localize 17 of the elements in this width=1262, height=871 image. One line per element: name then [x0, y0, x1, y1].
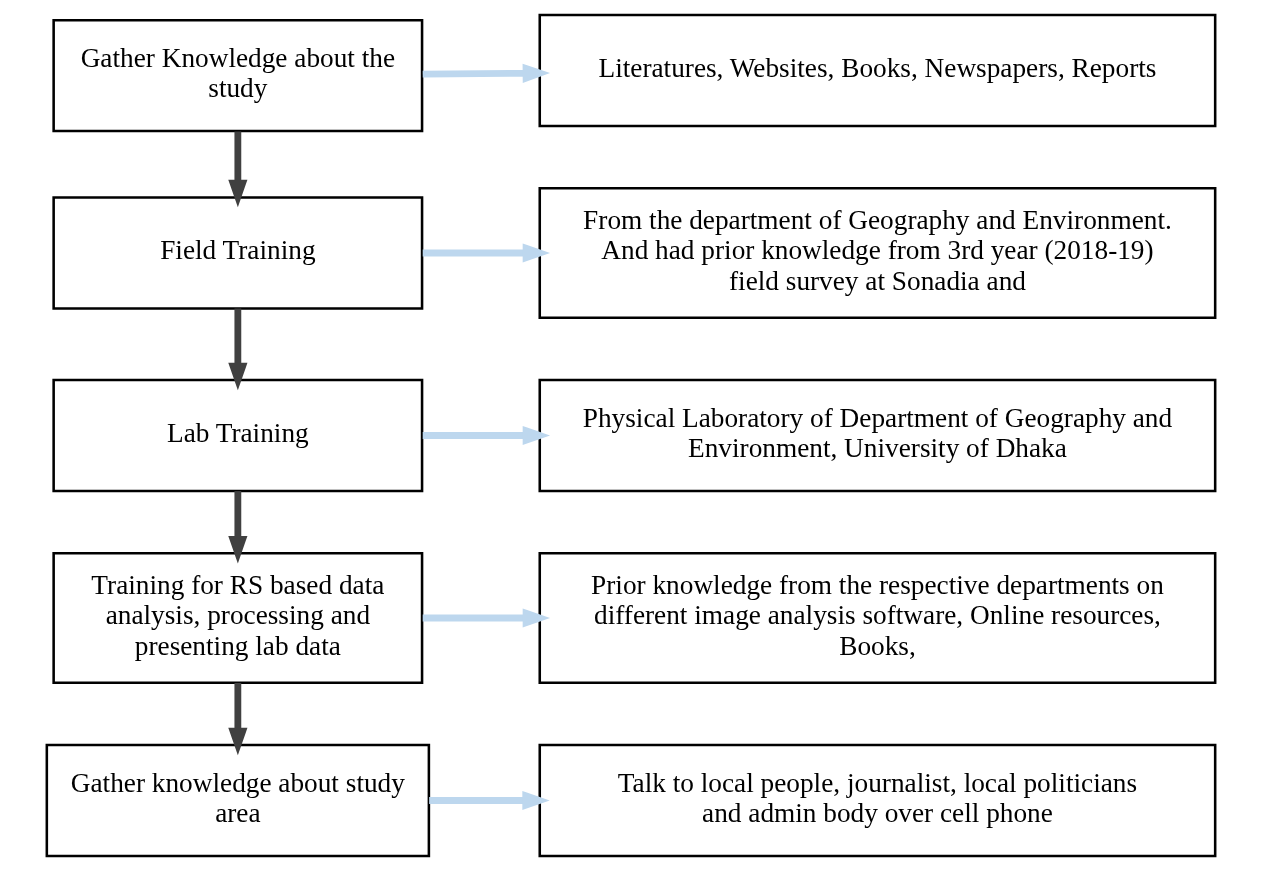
arrow — [228, 131, 248, 208]
arrow — [422, 425, 551, 446]
node-box: Training for RS based data analysis, processing and presenting lab data — [52, 551, 424, 685]
arrow — [422, 63, 551, 83]
arrow — [228, 308, 248, 391]
arrow — [422, 608, 551, 628]
node-box: Field Training — [52, 196, 424, 310]
node-box: Talk to local people, journalist, local politicians and admin body over cell phone — [538, 743, 1217, 858]
node-box: Lab Training — [52, 378, 424, 493]
arrow — [422, 243, 551, 263]
node-box: Physical Laboratory of Department of Geography and Environment, University of Dhaka — [538, 378, 1217, 493]
node-box: Gather Knowledge about the study — [52, 18, 424, 133]
node-box: From the department of Geography and Environment. And had prior knowledge from 3rd year (2018-19) field survey at Sonadia and — [538, 186, 1217, 320]
node-box: Gather knowledge about study area — [45, 743, 431, 858]
node-box: Literatures, Websites, Books, Newspapers, Reports — [538, 13, 1217, 128]
arrow — [228, 682, 248, 756]
node-box: Prior knowledge from the respective departments on different image analysis software, Online resources, Books, — [538, 551, 1217, 685]
